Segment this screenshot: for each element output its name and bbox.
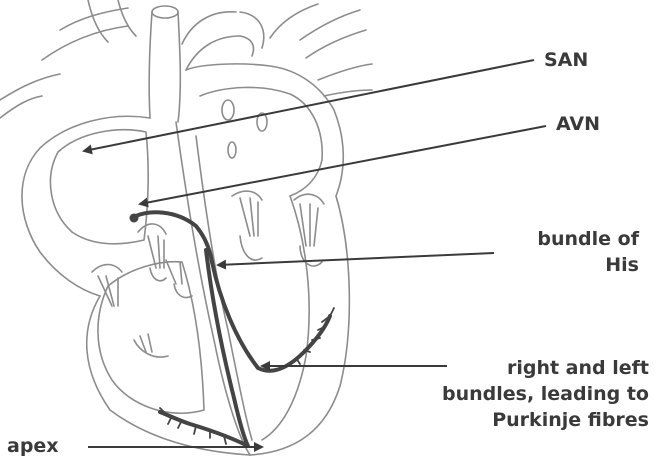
avn-label: AVN — [556, 111, 600, 137]
bundles-line-2: bundles, leading to — [442, 381, 649, 407]
bundle-of-his-path — [136, 212, 212, 262]
avn-arrow — [140, 126, 546, 204]
right-bundle-path — [160, 250, 248, 446]
bundles-line-3: Purkinje fibres — [442, 407, 649, 433]
apex-label: apex — [7, 433, 59, 459]
bundle-of-his-label: bundle of His — [537, 226, 639, 278]
bundles-label: right and left bundles, leading to Purki… — [442, 355, 649, 433]
bundles-line-1: right and left — [442, 355, 649, 381]
left-bundle-path — [212, 262, 330, 371]
san-label: SAN — [544, 47, 588, 73]
heart-outline — [0, 0, 372, 455]
bundle-of-his-line-1: bundle of — [537, 226, 639, 252]
san-arrow — [84, 60, 534, 151]
bundle-of-his-line-2: His — [537, 252, 639, 278]
